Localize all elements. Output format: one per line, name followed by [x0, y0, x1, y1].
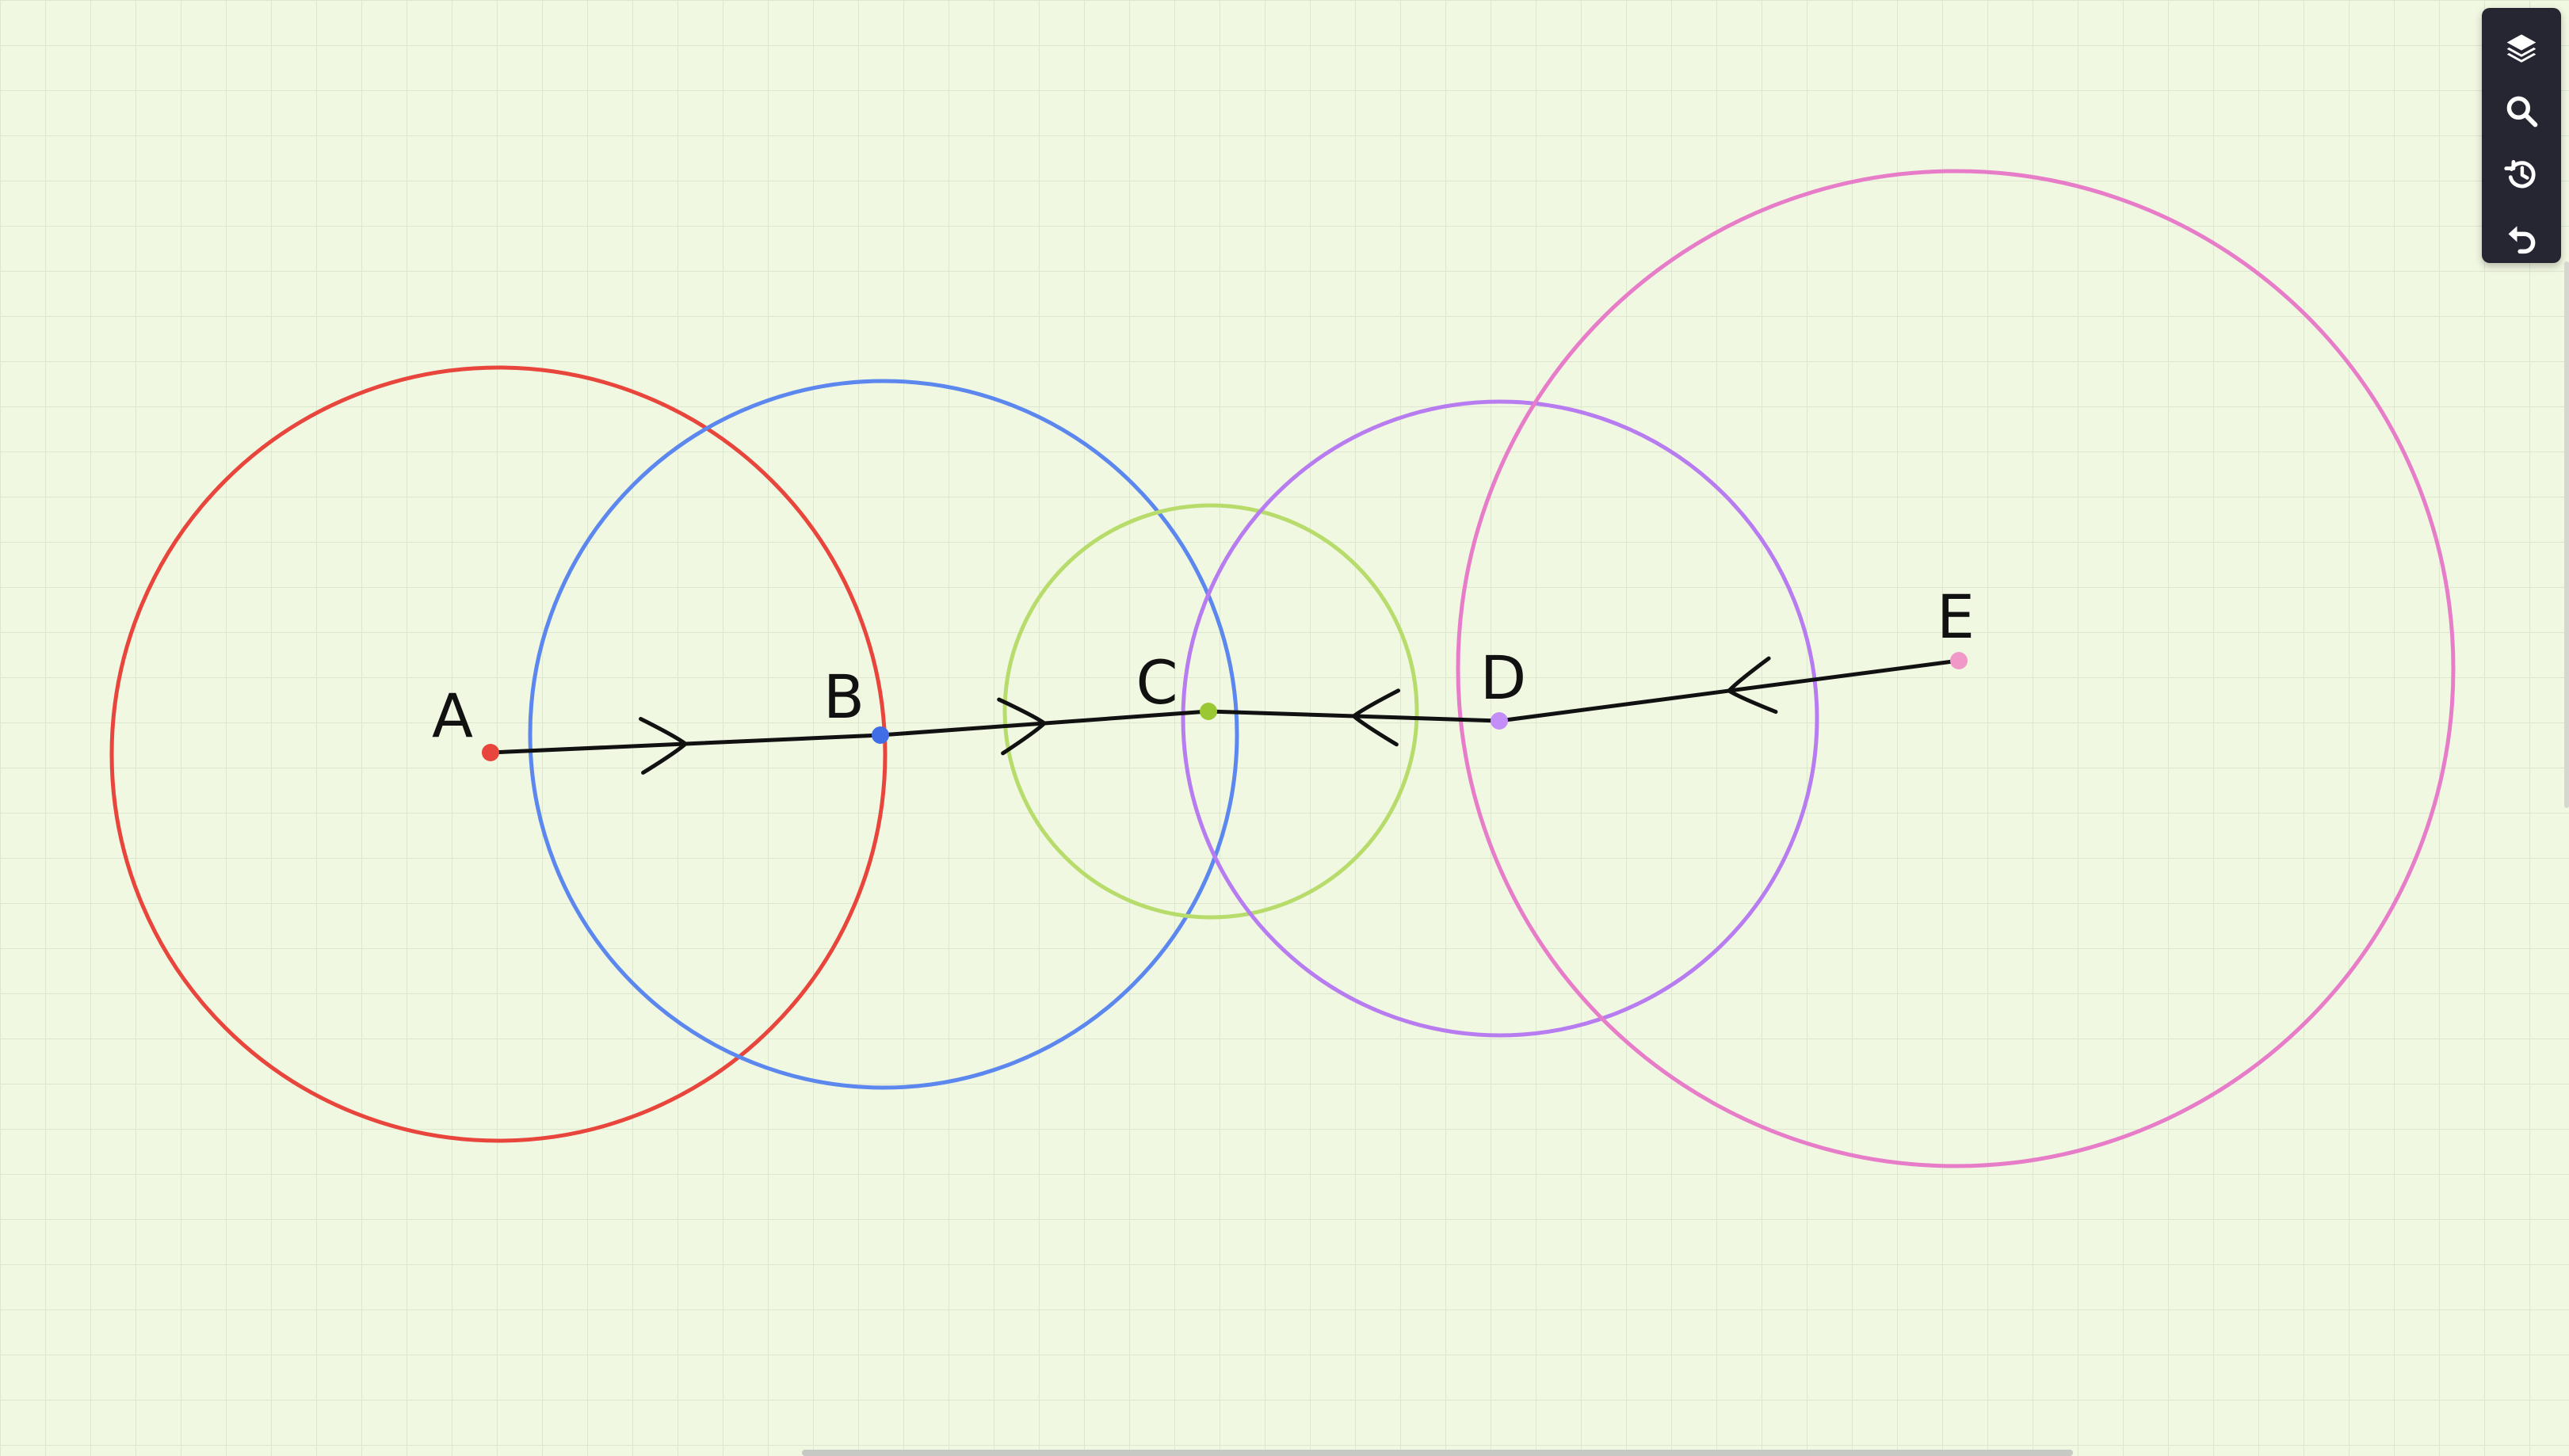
circle-c: [1002, 503, 1419, 920]
circle-a: [109, 365, 888, 1143]
circle-b: [528, 379, 1239, 1090]
point-label-a: A: [432, 680, 473, 751]
segment-ab-arrow: [639, 716, 688, 775]
horizontal-scrollbar[interactable]: [802, 1450, 2073, 1456]
layers-icon: [2506, 34, 2537, 63]
circle-e: [1456, 169, 2456, 1168]
history-icon: [2504, 160, 2536, 189]
point-label-c: C: [1136, 647, 1178, 718]
undo-icon: [2508, 226, 2536, 254]
search-button[interactable]: [2482, 79, 2561, 143]
segment-bc-arrow: [997, 697, 1047, 756]
circles-layer: [109, 169, 2456, 1168]
layers-button[interactable]: [2482, 16, 2561, 79]
points-layer: [482, 652, 1968, 761]
point-label-b: B: [823, 661, 865, 732]
point-d: [1491, 712, 1508, 730]
toolbar: [2482, 8, 2561, 263]
segments-layer: [488, 656, 1961, 775]
search-icon: [2506, 96, 2538, 128]
point-label-d: D: [1480, 642, 1527, 713]
point-a: [482, 744, 499, 761]
vertical-scrollbar[interactable]: [2564, 261, 2569, 808]
point-e: [1950, 652, 1968, 669]
point-label-e: E: [1937, 581, 1975, 652]
segment-dc-arrow: [1352, 688, 1401, 747]
undo-button[interactable]: [2482, 206, 2561, 269]
segment-ed-arrow: [1727, 656, 1778, 715]
labels-layer: A B C D E: [432, 581, 1975, 751]
point-b: [872, 726, 889, 744]
point-c: [1200, 703, 1217, 720]
circle-d: [1181, 399, 1819, 1038]
history-button[interactable]: [2482, 143, 2561, 206]
